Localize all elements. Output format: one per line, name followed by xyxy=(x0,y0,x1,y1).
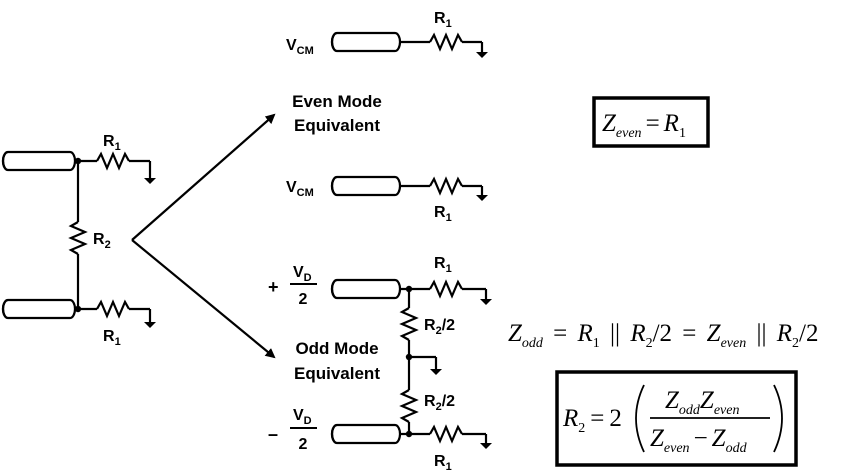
odd-bottom-node xyxy=(405,430,413,438)
even-mode-title: Even Mode xyxy=(292,92,382,111)
odd-mode-title: Odd Mode xyxy=(295,339,378,358)
odd-mode-subtitle: Equivalent xyxy=(294,364,380,383)
r2-half-label-top: R2/2 xyxy=(424,317,455,337)
plus-vd-half-source-label: + VD 2 xyxy=(268,264,317,308)
resistor-r2-half-bottom xyxy=(399,389,419,423)
right-paren xyxy=(773,384,783,453)
top-transmission-line xyxy=(1,150,77,172)
ground-icon xyxy=(480,299,492,305)
resistor-r1-even-bottom xyxy=(429,176,463,196)
resistor-r1-odd-bottom xyxy=(429,424,463,444)
odd-bottom-transmission-line xyxy=(330,423,402,445)
r2-formula-box: R2=2 ZoddZeven Zeven−Zodd xyxy=(555,370,798,467)
svg-text:Zodd = R1 ||: Zodd = R1 || R2/2 = Zeven || R2/2 xyxy=(508,320,818,353)
odd-top-transmission-line xyxy=(330,278,402,300)
r2-formula-lhs: R2=2 xyxy=(562,405,622,436)
ground-icon xyxy=(144,322,156,328)
z-even-equation: Zeven=R1 xyxy=(602,110,686,141)
svg-text:VD: VD xyxy=(293,407,312,427)
ground-icon xyxy=(480,443,492,449)
r1-label-odd-top: R1 xyxy=(434,255,452,275)
bottom-transmission-line xyxy=(1,298,77,320)
r2-formula-denominator: Zeven−Zodd xyxy=(650,425,748,456)
svg-text:2: 2 xyxy=(299,436,308,453)
svg-text:–: – xyxy=(268,424,278,444)
vcm-label-top: VCM xyxy=(286,37,314,57)
ground-icon xyxy=(430,369,442,375)
z-even-equation-box: Zeven=R1 xyxy=(592,96,710,148)
r1-label-bottom-left: R1 xyxy=(103,328,121,348)
resistor-r1-top-left xyxy=(96,151,130,171)
r2-half-label-bottom: R2/2 xyxy=(424,393,455,413)
r2-label: R2 xyxy=(93,231,111,251)
minus-vd-half-source-label: – VD 2 xyxy=(268,407,317,453)
arrow-to-odd-mode xyxy=(131,239,276,359)
r1-label-top-left: R1 xyxy=(103,133,121,153)
resistor-r1-bottom-left xyxy=(96,299,130,319)
even-bottom-transmission-line xyxy=(330,175,402,197)
svg-text:VD: VD xyxy=(293,264,312,284)
r1-label-odd-bottom: R1 xyxy=(434,453,452,473)
r1-label-even-bottom: R1 xyxy=(434,204,452,224)
r2-formula-numerator: ZoddZeven xyxy=(665,387,739,418)
odd-mode-equivalent: Odd Mode Equivalent + VD 2 R1 R2/2 R2/2 xyxy=(268,255,492,473)
svg-text:2: 2 xyxy=(299,291,308,308)
resistor-r1-even-top xyxy=(429,32,463,52)
left-paren xyxy=(635,384,645,453)
r1-label-even-top: R1 xyxy=(434,10,452,30)
even-top-transmission-line xyxy=(330,31,402,53)
vcm-label-bottom: VCM xyxy=(286,179,314,199)
resistor-r2 xyxy=(68,221,88,255)
original-termination-circuit: R1 R2 R1 xyxy=(1,133,156,348)
ground-icon xyxy=(476,52,488,58)
z-odd-equation: Zodd = R1 || R2/2 = Zeven || R2/2 xyxy=(508,320,818,353)
even-mode-equivalent: Even Mode Equivalent VCM R1 VCM R1 xyxy=(286,10,488,224)
arrow-to-even-mode xyxy=(131,113,276,241)
ground-icon xyxy=(476,195,488,201)
even-mode-subtitle: Equivalent xyxy=(294,116,380,135)
bottom-junction-node xyxy=(74,305,82,313)
ground-icon xyxy=(144,178,156,184)
resistor-r2-half-top xyxy=(399,307,419,341)
svg-text:+: + xyxy=(268,277,279,297)
resistor-r1-odd-top xyxy=(429,279,463,299)
